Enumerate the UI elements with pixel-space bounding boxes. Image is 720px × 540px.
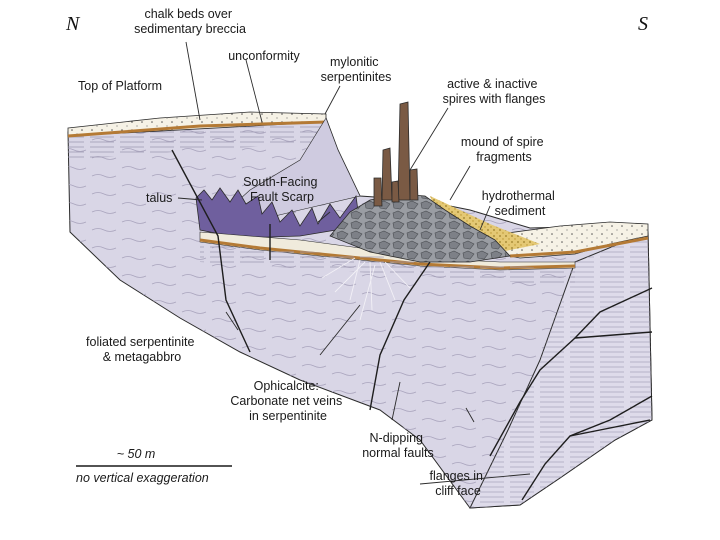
label-talus: talus [146,191,172,205]
spire-5 [391,180,400,203]
faults [171,149,653,501]
cliff-strata [470,232,652,508]
brown-band-right [509,236,649,258]
spire-3 [409,168,419,201]
hydrothermal-sediment [430,196,540,252]
label-ophicalcite: Ophicalcite: Carbonate net veins in serp… [230,379,345,423]
scale-distance: ~ 50 m [117,447,156,461]
scale-note: no vertical exaggeration [76,471,209,485]
label-spires: active & inactive spires with flanges [443,77,546,106]
leader-lines [177,41,531,485]
compass-north: N [65,13,81,35]
fragment-mound [329,193,511,263]
label-mylonitic: mylonitic serpentinites [321,55,392,84]
spires [373,101,419,207]
fault-center [369,261,431,411]
label-unconformity: unconformity [228,49,300,63]
spire-2 [381,147,393,201]
spire-tall [397,101,411,201]
label-n-dipping: N-dipping normal faults [362,431,434,460]
brown-band-left [67,120,327,138]
compass-south: S [638,13,648,35]
fault-left [171,149,251,353]
label-fault-scarp: South-Facing Fault Scarp [243,175,321,204]
label-hydrothermal: hydrothermal sediment [482,189,558,218]
cliff-step-1 [574,331,653,339]
platform-layers [68,122,334,160]
label-mound: mound of spire fragments [461,135,547,164]
label-chalk-beds: chalk beds over sedimentary breccia [134,7,246,36]
spire-4 [373,177,383,207]
label-top-of-platform: Top of Platform [78,79,162,93]
label-foliated: foliated serpentinite & metagabbro [86,335,198,364]
cliff-step-2 [569,419,651,437]
label-flanges-cliff: flanges in cliff face [430,469,487,498]
fault-cliff-1 [489,287,653,457]
ophicalcite-veins [321,257,411,321]
